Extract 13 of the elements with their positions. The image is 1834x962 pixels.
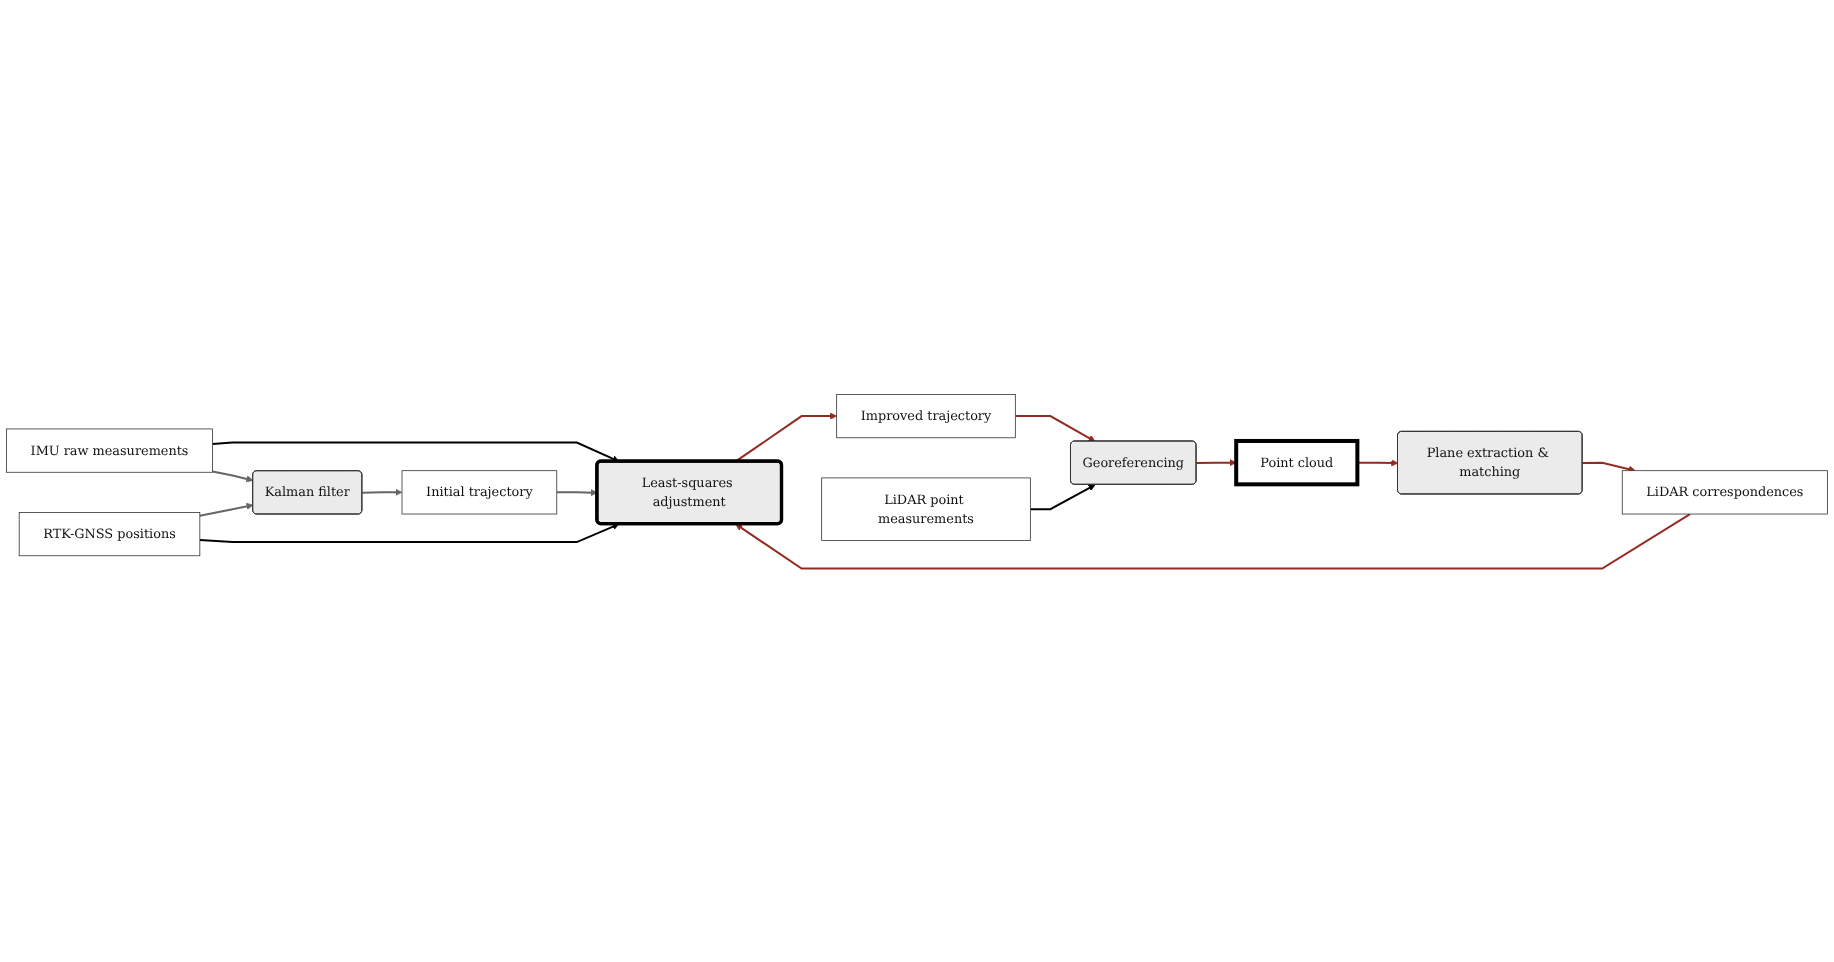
arrow xyxy=(735,512,1691,570)
arrow xyxy=(362,488,403,496)
arrow xyxy=(1196,458,1237,466)
arrow xyxy=(212,441,620,462)
arrow xyxy=(1015,414,1096,442)
arrow xyxy=(1582,461,1636,473)
arrow xyxy=(1030,483,1096,510)
arrow xyxy=(556,488,598,496)
arrow xyxy=(199,522,620,543)
arrow xyxy=(735,412,837,462)
arrow xyxy=(1357,458,1399,466)
arrow xyxy=(212,469,254,482)
arrow xyxy=(199,502,254,517)
